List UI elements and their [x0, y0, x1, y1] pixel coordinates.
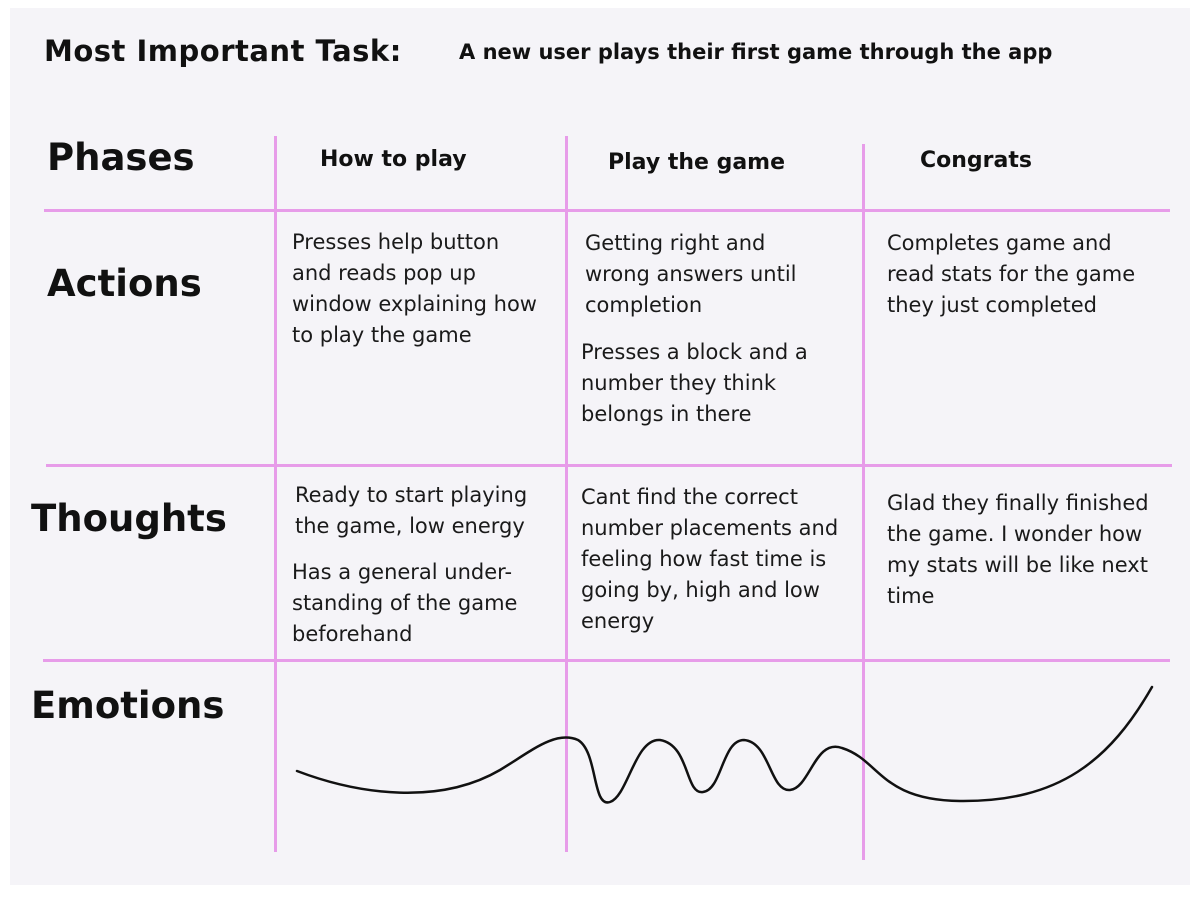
emotion-curve: [295, 685, 1154, 804]
row-label-phases: Phases: [47, 136, 195, 179]
phase-header-play-the-game: Play the game: [608, 150, 786, 175]
task-title-label: Most Important Task:: [44, 34, 402, 68]
thought-play-the-game: Cant find the correct number placements …: [581, 485, 839, 633]
grid-row-line-2: [46, 464, 1172, 467]
grid-row-line-3: [43, 659, 1170, 662]
action-play-the-game-1: Getting right and wrong answers until co…: [585, 231, 797, 317]
thought-how-to-play-1: Ready to start playing the game, low ene…: [295, 483, 528, 538]
thought-how-to-play-2: Has a general under-standing of the game…: [292, 560, 518, 646]
action-congrats: Completes game and read stats for the ga…: [887, 231, 1136, 317]
row-label-actions: Actions: [47, 262, 202, 305]
grid-row-line-1: [44, 209, 1170, 212]
row-label-thoughts: Thoughts: [31, 497, 227, 540]
phase-header-congrats: Congrats: [920, 148, 1032, 173]
grid-divider-3: [862, 144, 865, 860]
row-label-emotions: Emotions: [31, 684, 225, 727]
phase-header-how-to-play: How to play: [320, 147, 467, 172]
grid-divider-1: [274, 136, 277, 852]
thought-congrats: Glad they finally finished the game. I w…: [887, 491, 1149, 608]
action-how-to-play: Presses help button and reads pop up win…: [292, 230, 537, 347]
task-title-text: A new user plays their first game throug…: [459, 40, 1053, 64]
journey-map-canvas: [10, 8, 1190, 885]
grid-divider-2: [565, 136, 568, 852]
action-play-the-game-2: Presses a block and a number they think …: [581, 340, 808, 426]
